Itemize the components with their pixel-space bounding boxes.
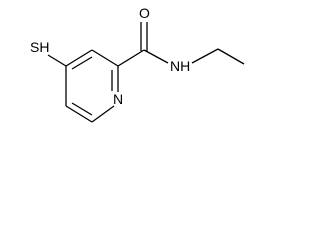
bond-ch2-ch3 bbox=[217, 48, 245, 65]
amide-nh-label: NH bbox=[170, 58, 190, 74]
bond-c2-carbonyl bbox=[117, 49, 145, 67]
ring-bond-c4-c3 bbox=[65, 49, 93, 67]
thiol-label: SH bbox=[30, 39, 49, 55]
bond-carbonyl-n bbox=[143, 49, 169, 64]
ring-bond-c3-c2 bbox=[91, 49, 119, 67]
ring-bond-c6-c5 bbox=[65, 105, 93, 123]
bond-n-ch2 bbox=[191, 48, 219, 64]
carbonyl-oxygen-label: O bbox=[139, 5, 150, 21]
ring-nitrogen-label: N bbox=[113, 91, 123, 107]
ring-bond-n1-c6 bbox=[91, 105, 115, 123]
pyridine-ring bbox=[65, 49, 119, 123]
ring-double-bond-c4-c3 bbox=[71, 56, 93, 70]
bond-c4-s bbox=[47, 54, 67, 67]
ring-double-bond-c6-c5 bbox=[71, 102, 93, 116]
molecule-structure: SH N O NH bbox=[30, 5, 245, 123]
